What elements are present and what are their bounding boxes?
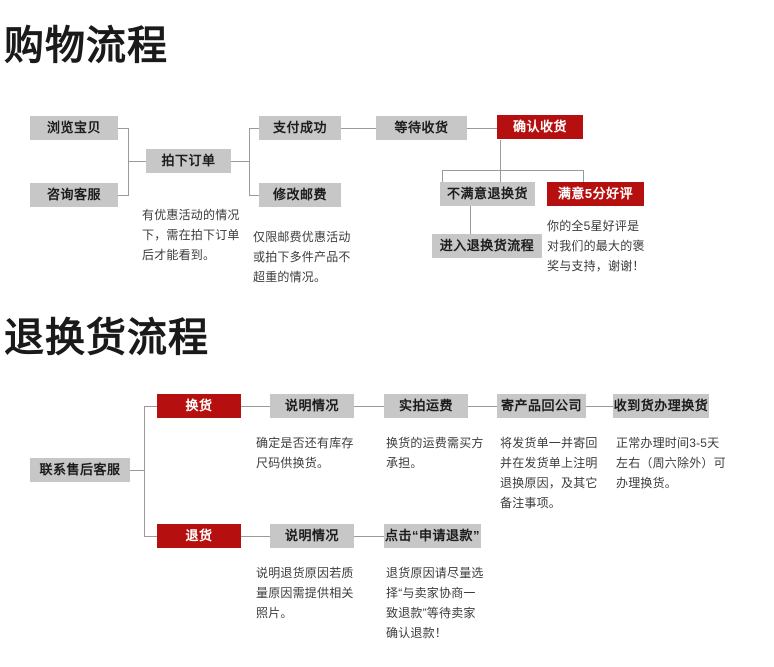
caption-send-back: 将发货单一并寄回 并在发货单上注明 退换原因，及其它 备注事项。 (500, 433, 605, 513)
flow-box-send-back-product[interactable]: 寄产品回公司 (497, 394, 586, 418)
caption-processing-time: 正常办理时间3-5天 左右（周六除外）可 办理换货。 (616, 433, 736, 493)
flow-box-actual-shipping-fee[interactable]: 实拍运费 (384, 394, 468, 418)
caption-refund-reason: 说明退货原因若质 量原因需提供相关 照片。 (256, 563, 366, 623)
caption-line: 对我们的最大的褒 (547, 239, 645, 253)
caption-line: 照片。 (256, 606, 293, 620)
flow-box-enter-return-flow[interactable]: 进入退换货流程 (432, 234, 542, 258)
caption-line: 你的全5星好评是 (547, 219, 640, 233)
caption-line: 后才能看到。 (142, 248, 216, 262)
connector-aftersales-out (130, 470, 144, 471)
page-title-shopping: 购物流程 (4, 24, 168, 68)
connector-to-refund (144, 536, 157, 537)
caption-line: 正常办理时间3-5天 (616, 436, 720, 450)
flow-box-click-apply-refund[interactable]: 点击“申请退款” (384, 524, 481, 548)
caption-line: 备注事项。 (500, 496, 562, 510)
caption-line: 承担。 (386, 456, 423, 470)
caption-line: 尺码供换货。 (256, 456, 330, 470)
flow-box-browse-item[interactable]: 浏览宝贝 (30, 116, 118, 140)
flow-box-explain-situation-2[interactable]: 说明情况 (270, 524, 354, 548)
connector-order-bracket-v (249, 128, 250, 195)
connector-to-modify-fee (249, 195, 259, 196)
connector-await-to-confirm (467, 128, 497, 129)
caption-shipping-fee: 仅限邮费优惠活动 或拍下多件产品不 超重的情况。 (253, 227, 363, 287)
caption-line: 择“与卖家协商一 (386, 586, 476, 600)
connector-aftersales-bracket (144, 406, 145, 536)
flow-box-satisfied-5-star[interactable]: 满意5分好评 (547, 182, 644, 206)
flow-box-modify-shipping-fee[interactable]: 修改邮费 (259, 183, 341, 207)
flow-box-await-delivery[interactable]: 等待收货 (376, 116, 467, 140)
caption-line: 量原因需提供相关 (256, 586, 354, 600)
connector-payment-to-await (341, 128, 376, 129)
connector-order-out (231, 161, 249, 162)
caption-refund-apply: 退货原因请尽量选 择“与卖家协商一 致退款”等待卖家 确认退款！ (386, 563, 498, 643)
caption-line: 确认退款！ (386, 626, 448, 640)
caption-line: 退换原因，及其它 (500, 476, 598, 490)
caption-exchange-stock: 确定是否还有库存 尺码供换货。 (256, 433, 366, 473)
flow-box-consult-service[interactable]: 咨询客服 (30, 183, 118, 207)
caption-line: 说明退货原因若质 (256, 566, 354, 580)
caption-line: 确定是否还有库存 (256, 436, 354, 450)
caption-line: 将发货单一并寄回 (500, 436, 598, 450)
flow-box-exchange[interactable]: 换货 (157, 394, 241, 418)
flow-box-contact-after-sales[interactable]: 联系售后客服 (30, 458, 130, 482)
caption-line: 办理换货。 (616, 476, 678, 490)
caption-place-order: 有优惠活动的情况 下，需在拍下订单 后才能看到。 (142, 205, 247, 265)
connector-exchange-to-explain (241, 406, 270, 407)
flow-box-refund[interactable]: 退货 (157, 524, 241, 548)
connector-sendback-to-received (586, 406, 613, 407)
caption-line: 奖与支持，谢谢！ (547, 259, 645, 273)
connector-freight-to-sendback (468, 406, 497, 407)
connector-consult-stub (118, 195, 129, 196)
caption-line: 或拍下多件产品不 (253, 250, 351, 264)
caption-line: 左右（周六除外）可 (616, 456, 726, 470)
connector-to-payment (249, 128, 259, 129)
caption-line: 下，需在拍下订单 (142, 228, 240, 242)
connector-explain-to-freight (354, 406, 384, 407)
flow-box-confirm-receipt[interactable]: 确认收货 (497, 115, 583, 139)
connector-to-place-order (128, 161, 146, 162)
caption-line: 并在发货单上注明 (500, 456, 598, 470)
caption-line: 换货的运费需买方 (386, 436, 484, 450)
caption-line: 退货原因请尽量选 (386, 566, 484, 580)
flow-box-unsatisfied-return[interactable]: 不满意退换货 (440, 182, 535, 206)
flow-box-received-process[interactable]: 收到货办理换货 (613, 394, 709, 418)
page-title-return: 退换货流程 (4, 316, 209, 360)
connector-to-exchange (144, 406, 157, 407)
caption-exchange-freight: 换货的运费需买方 承担。 (386, 433, 501, 473)
caption-5-star: 你的全5星好评是 对我们的最大的褒 奖与支持，谢谢！ (547, 216, 657, 276)
caption-line: 仅限邮费优惠活动 (253, 230, 351, 244)
flow-box-place-order[interactable]: 拍下订单 (146, 149, 231, 173)
caption-line: 超重的情况。 (253, 270, 327, 284)
connector-explain-to-apply (354, 536, 384, 537)
connector-confirm-split (442, 170, 583, 171)
connector-confirm-down (500, 140, 501, 182)
connector-browse-stub (118, 128, 129, 129)
flow-box-payment-success[interactable]: 支付成功 (259, 116, 341, 140)
connector-split-to-5star (583, 170, 584, 182)
flow-box-explain-situation-1[interactable]: 说明情况 (270, 394, 354, 418)
caption-line: 有优惠活动的情况 (142, 208, 240, 222)
connector-split-to-unsat (442, 170, 443, 182)
connector-refund-to-explain (241, 536, 270, 537)
caption-line: 致退款”等待卖家 (386, 606, 476, 620)
connector-unsat-to-enter (470, 206, 471, 234)
